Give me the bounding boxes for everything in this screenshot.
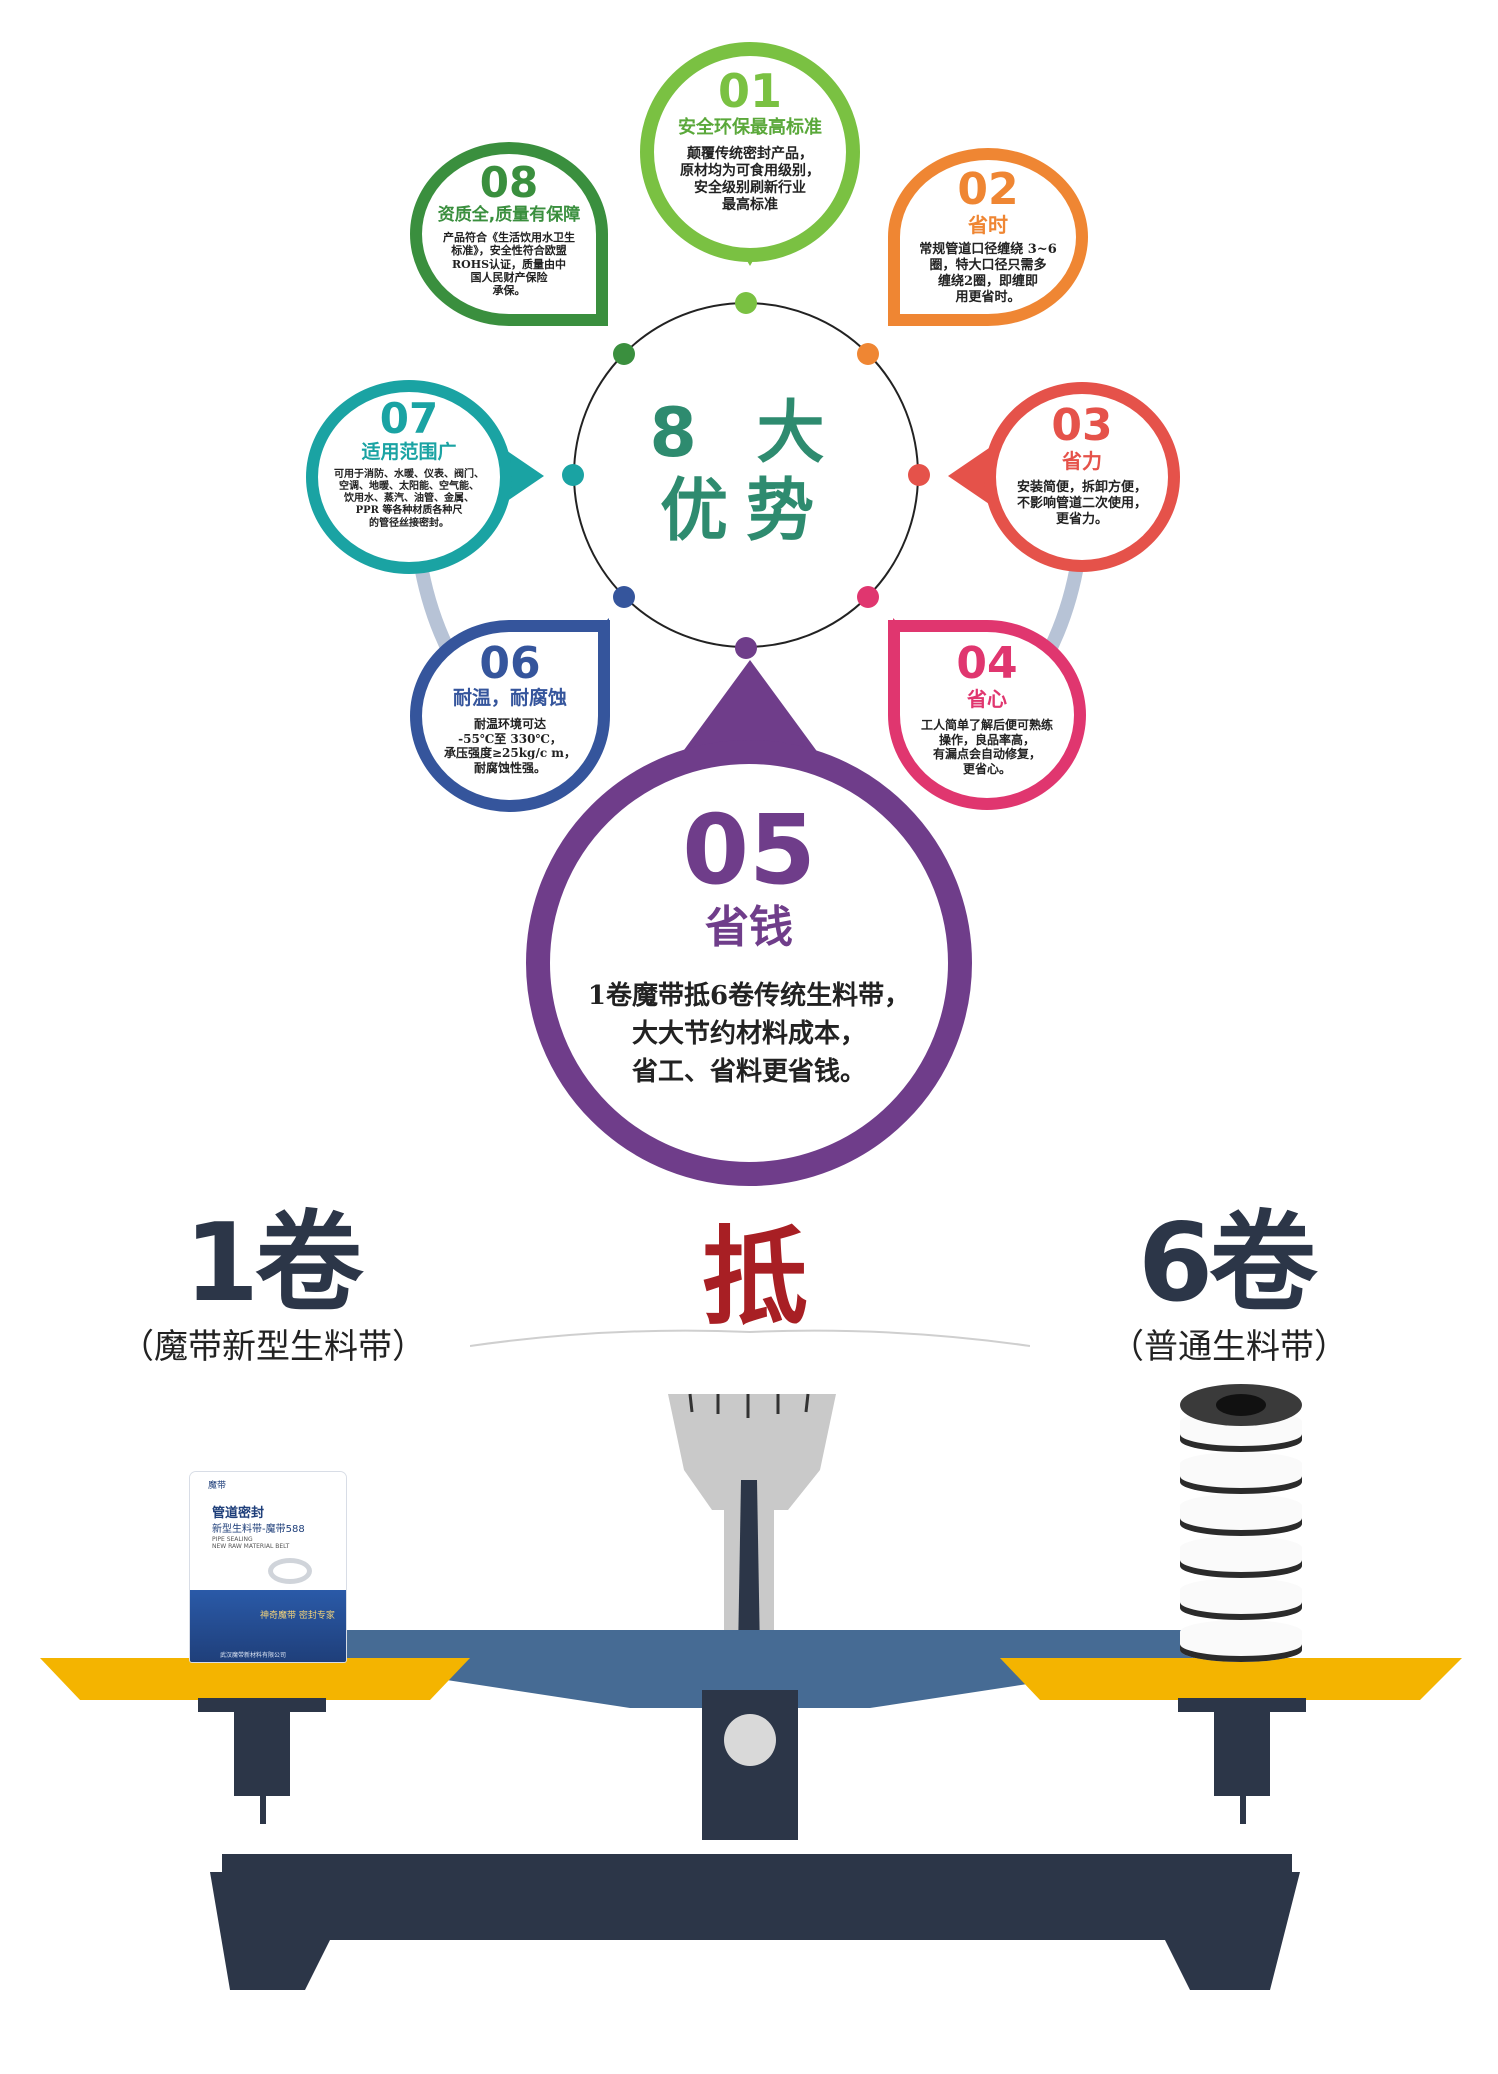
bubble-05-number: 05 [682, 794, 816, 906]
bubble-07-text: 可用于消防、水暖、仪表、阀门、 空调、地暖、太阳能、空气能、 饮用水、蒸汽、油管… [334, 468, 484, 529]
left-count: 1卷 [184, 1201, 363, 1326]
ring-dot-03 [908, 464, 930, 486]
package-maker: 武汉魔带新材料有限公司 [220, 1652, 287, 1659]
package-product-line: 新型生料带-魔带588 [212, 1524, 305, 1535]
bubble-01: 01 安全环保最高标准 颠覆传统密封产品， 原材均为可食用级别， 安全级别刷新行… [640, 42, 860, 262]
bubble-07-title: 适用范围广 [361, 441, 457, 463]
bubble-02: 02 省时 常规管道口径缠绕 3~6 圈，特大口径只需多 缠绕2圈，即缠即 用更… [888, 148, 1088, 326]
right-count: 6卷 [1138, 1201, 1317, 1326]
package-roll-icon [268, 1558, 312, 1584]
tape-roll [1180, 1578, 1302, 1620]
package-tagline: 管道密封 [212, 1506, 265, 1521]
bubble-08-title: 资质全,质量有保障 [437, 205, 581, 225]
tape-roll-stack [1180, 1384, 1302, 1666]
right-label: （普通生料带） [1110, 1327, 1348, 1367]
bubble-03: 03 省力 安装简便，拆卸方便， 不影响管道二次使用， 更省力。 [984, 382, 1180, 572]
bubble-05: 05 省钱 1卷魔带抵6卷传统生料带， 大大节约材料成本， 省工、省料更省钱。 [526, 740, 972, 1186]
ring-dot-08 [613, 343, 635, 365]
ring-dot-07 [562, 464, 584, 486]
bubble-03-number: 03 [1051, 400, 1113, 451]
bubble-04-number: 04 [956, 638, 1018, 689]
vs-label: 抵 [702, 1216, 808, 1339]
tape-roll [1180, 1494, 1302, 1536]
ring-dot-01 [735, 292, 757, 314]
bubble-01-number: 01 [717, 64, 782, 118]
balance-scale [40, 1393, 1462, 1990]
tape-roll [1180, 1452, 1302, 1494]
bubble-05-text: 1卷魔带抵6卷传统生料带， 大大节约材料成本， 省工、省料更省钱。 [587, 981, 911, 1087]
bubble-02-text: 常规管道口径缠绕 3~6 圈，特大口径只需多 缠绕2圈，即缠即 用更省时。 [919, 242, 1057, 305]
package-english: PIPE SEALING NEW RAW MATERIAL BELT [212, 1536, 290, 1550]
bubble-05-title: 省钱 [705, 902, 793, 953]
product-package: 魔带 管道密封 新型生料带-魔带588 PIPE SEALING NEW RAW… [190, 1472, 346, 1662]
ring-dot-04 [857, 586, 879, 608]
tape-roll-hole [1216, 1394, 1266, 1416]
bubble-07: 07 适用范围广 可用于消防、水暖、仪表、阀门、 空调、地暖、太阳能、空气能、 … [306, 380, 512, 574]
bubble-06-title: 耐温，耐腐蚀 [452, 687, 567, 709]
left-label: （魔带新型生料带） [120, 1327, 426, 1367]
bubble-02-title: 省时 [968, 213, 1008, 237]
bubble-03-title: 省力 [1062, 449, 1102, 473]
bubble-08-text: 产品符合《生活饮用水卫生 标准》，安全性符合欧盟 ROHS认证，质量由中 国人民… [443, 230, 575, 298]
bubble-06-number: 06 [479, 638, 541, 689]
bubble-07-number: 07 [379, 394, 439, 443]
bubble-06: 06 耐温，耐腐蚀 耐温环境可达 -55℃至 330℃， 承压强度≥25kg/c… [410, 620, 610, 812]
ring-dot-06 [613, 586, 635, 608]
bubble-08: 08 资质全,质量有保障 产品符合《生活饮用水卫生 标准》，安全性符合欧盟 RO… [410, 142, 608, 326]
bubble-04-text: 工人简单了解后便可熟练 操作，良品率高， 有漏点会自动修复， 更省心。 [920, 718, 1053, 776]
tape-roll [1180, 1620, 1302, 1662]
bubble-04-title: 省心 [967, 687, 1007, 711]
bubble-03-text: 安装简便，拆卸方便， 不影响管道二次使用， 更省力。 [1016, 480, 1147, 527]
bubble-01-title: 安全环保最高标准 [678, 117, 822, 138]
bubble-01-text: 颠覆传统密封产品， 原材均为可食用级别， 安全级别刷新行业 最高标准 [680, 145, 820, 214]
package-brand: 魔带 [208, 1481, 227, 1491]
bubble-06-text: 耐温环境可达 -55℃至 330℃， 承压强度≥25kg/c m， 耐腐蚀性强。 [443, 716, 577, 775]
scale-gauge [668, 1393, 836, 1510]
ring-dot-05 [735, 637, 757, 659]
ring-dot-02 [857, 343, 879, 365]
tape-roll [1180, 1536, 1302, 1578]
bubble-08-number: 08 [479, 158, 539, 207]
package-slogan: 神奇魔带 密封专家 [260, 1611, 335, 1621]
center-title: 8 大 优势 [649, 394, 843, 551]
bubble-02-number: 02 [957, 164, 1019, 215]
vs-underline [470, 1329, 1030, 1347]
